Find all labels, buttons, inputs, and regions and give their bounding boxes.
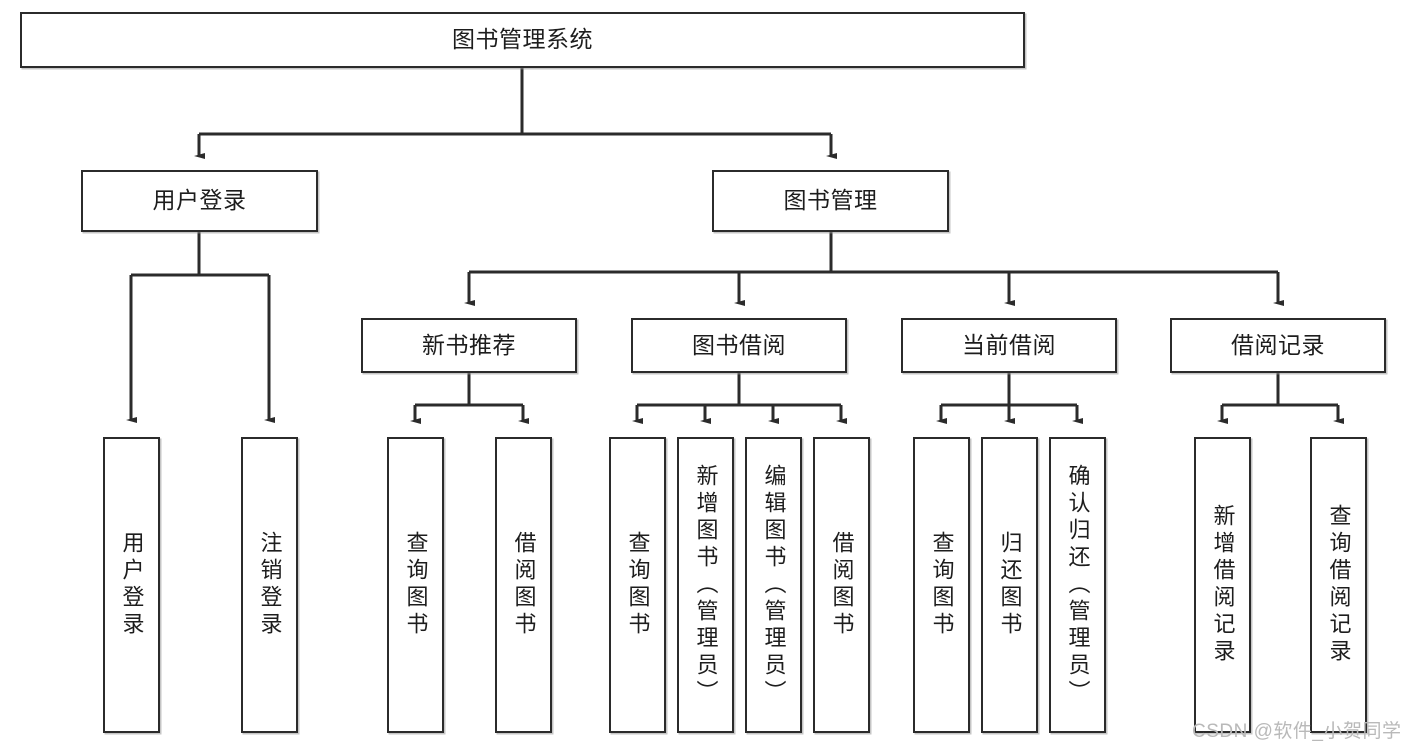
node-label: 图书管理系统 bbox=[452, 26, 593, 53]
csdn-watermark: CSDN @软件_小贺同学 bbox=[1192, 721, 1402, 742]
node-label: 编辑图书（管理员） bbox=[761, 463, 787, 707]
node-label: 当前借阅 bbox=[962, 331, 1056, 358]
node-label: 确认归还（管理员） bbox=[1065, 463, 1091, 707]
leaf-query-book-recommend[interactable]: 查询图书 bbox=[387, 437, 444, 733]
node-label: 新书推荐 bbox=[422, 331, 516, 358]
node-root-book-management-system[interactable]: 图书管理系统 bbox=[20, 12, 1025, 68]
leaf-borrow-book[interactable]: 借阅图书 bbox=[813, 437, 870, 733]
leaf-borrow-book-recommend[interactable]: 借阅图书 bbox=[495, 437, 552, 733]
node-borrow-record[interactable]: 借阅记录 bbox=[1170, 318, 1386, 373]
node-label: 查询图书 bbox=[929, 531, 955, 639]
leaf-edit-book-admin[interactable]: 编辑图书（管理员） bbox=[745, 437, 802, 733]
node-label: 查询图书 bbox=[403, 531, 429, 639]
node-label: 归还图书 bbox=[997, 531, 1023, 639]
leaf-query-book-borrow[interactable]: 查询图书 bbox=[609, 437, 666, 733]
node-label: 图书管理 bbox=[783, 187, 878, 214]
leaf-confirm-return-admin[interactable]: 确认归还（管理员） bbox=[1049, 437, 1106, 733]
node-label: 借阅记录 bbox=[1231, 331, 1325, 358]
node-book-management[interactable]: 图书管理 bbox=[712, 170, 949, 232]
node-label: 新增图书（管理员） bbox=[693, 463, 719, 707]
node-label: 用户登录 bbox=[152, 187, 247, 214]
leaf-logout-login[interactable]: 注销登录 bbox=[241, 437, 298, 733]
node-user-login[interactable]: 用户登录 bbox=[81, 170, 318, 232]
leaf-add-book-admin[interactable]: 新增图书（管理员） bbox=[677, 437, 734, 733]
node-label: 用户登录 bbox=[119, 531, 145, 639]
leaf-query-book-current[interactable]: 查询图书 bbox=[913, 437, 970, 733]
node-label: 图书借阅 bbox=[692, 331, 786, 358]
leaf-user-login[interactable]: 用户登录 bbox=[103, 437, 160, 733]
node-new-book-recommend[interactable]: 新书推荐 bbox=[361, 318, 577, 373]
node-label: 注销登录 bbox=[257, 531, 283, 639]
node-label: 借阅图书 bbox=[511, 531, 537, 639]
node-label: 查询借阅记录 bbox=[1326, 504, 1352, 666]
node-label: 新增借阅记录 bbox=[1210, 504, 1236, 666]
node-book-borrow[interactable]: 图书借阅 bbox=[631, 318, 847, 373]
leaf-query-borrow-record[interactable]: 查询借阅记录 bbox=[1310, 437, 1367, 733]
node-label: 借阅图书 bbox=[829, 531, 855, 639]
leaf-return-book[interactable]: 归还图书 bbox=[981, 437, 1038, 733]
node-label: 查询图书 bbox=[625, 531, 651, 639]
node-current-borrow[interactable]: 当前借阅 bbox=[901, 318, 1117, 373]
leaf-add-borrow-record[interactable]: 新增借阅记录 bbox=[1194, 437, 1251, 733]
